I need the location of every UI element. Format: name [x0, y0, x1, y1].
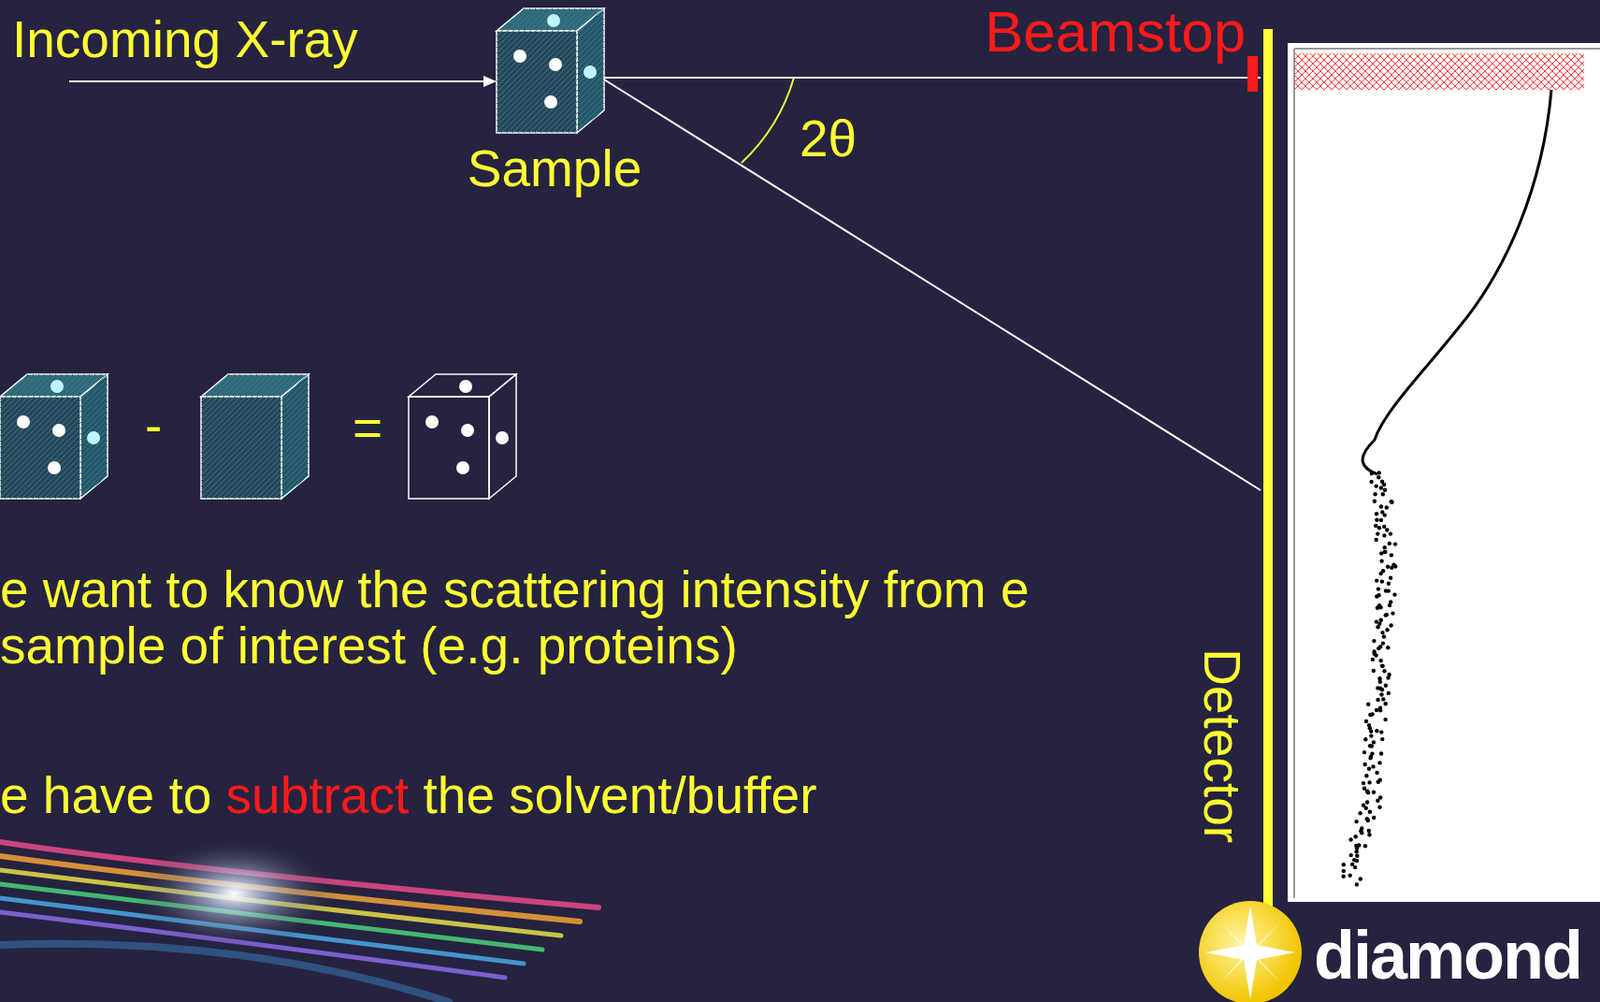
- sample-node: Sample: [456, 140, 653, 198]
- angle-label: 2θ: [799, 110, 857, 168]
- note-text: the solvent/buffer: [408, 765, 817, 824]
- detector-label: Detector: [1194, 648, 1252, 843]
- beam-label: Incoming X-ray: [12, 11, 359, 69]
- sample-label: Sample: [456, 140, 653, 198]
- logo-text: diamond: [1313, 918, 1582, 993]
- note-text: e have to: [0, 765, 227, 824]
- beamstop-label: Beamstop: [984, 0, 1246, 64]
- note-text: e want to know the scattering intensity …: [0, 561, 1155, 674]
- minus-sign: -: [144, 397, 162, 455]
- note-line: e have to subtract the solvent/buffer: [0, 766, 817, 824]
- equals-sign: =: [352, 399, 383, 457]
- emphasis-word: subtract: [226, 765, 410, 824]
